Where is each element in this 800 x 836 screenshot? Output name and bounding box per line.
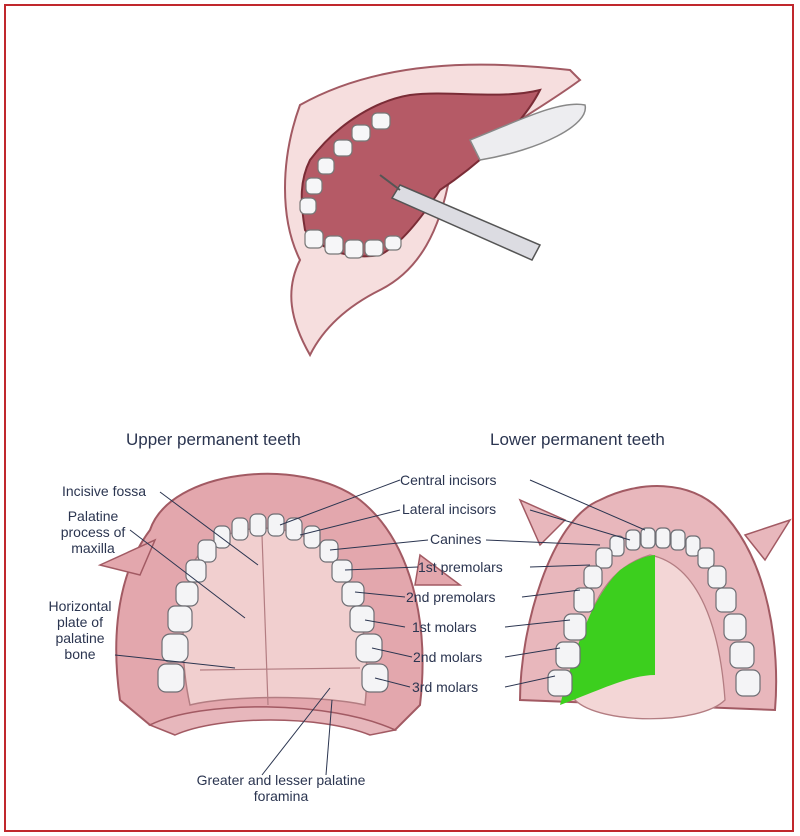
label-1st-molars: 1st molars	[412, 619, 477, 635]
label-3rd-molars: 3rd molars	[412, 679, 478, 695]
label-2nd-molars: 2nd molars	[413, 649, 482, 665]
mouth-exam-illustration	[285, 65, 585, 355]
lower-arch-illustration	[520, 486, 790, 719]
lower-teeth-heading: Lower permanent teeth	[490, 430, 665, 450]
label-canines: Canines	[430, 531, 481, 547]
label-central-incisors: Central incisors	[400, 472, 496, 488]
label-greater-lesser-foramina: Greater and lesser palatine foramina	[196, 772, 366, 804]
label-horizontal-plate: Horizontal plate of palatine bone	[38, 598, 122, 662]
label-lateral-incisors: Lateral incisors	[402, 501, 496, 517]
label-1st-premolars: 1st premolars	[418, 559, 503, 575]
label-incisive-fossa: Incisive fossa	[62, 483, 146, 499]
label-2nd-premolars: 2nd premolars	[406, 589, 496, 605]
upper-teeth-heading: Upper permanent teeth	[126, 430, 301, 450]
label-palatine-process: Palatine process of maxilla	[48, 508, 138, 556]
